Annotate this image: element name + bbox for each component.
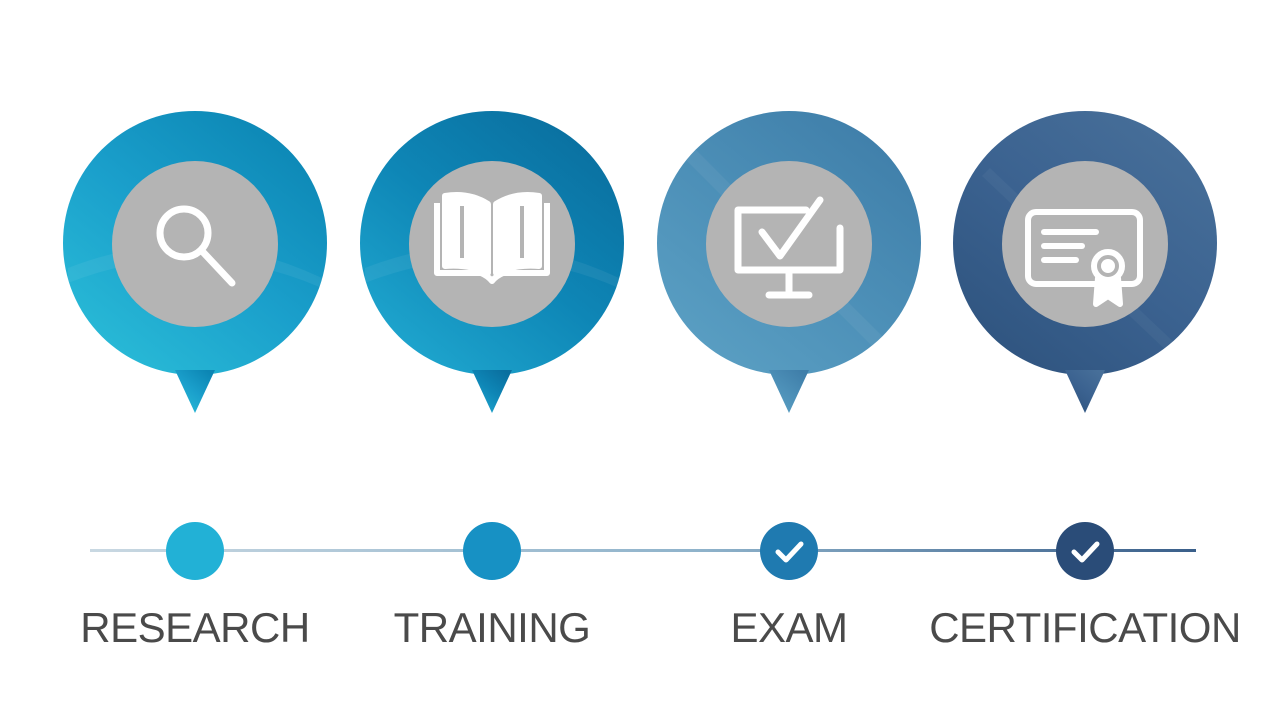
open-book-icon	[434, 192, 550, 284]
node-certification	[1056, 522, 1114, 580]
timeline-line	[90, 549, 1196, 552]
node-exam	[760, 522, 818, 580]
magnifier-icon	[156, 205, 236, 287]
checkmark-icon	[775, 541, 804, 563]
step-training: TRAINING	[357, 0, 627, 720]
step-label-training: TRAINING	[393, 604, 591, 651]
icon-background	[112, 161, 278, 327]
step-certification: CERTIFICATION	[929, 0, 1241, 720]
step-exam: EXAM	[654, 0, 924, 720]
checkmark-icon	[1071, 541, 1100, 563]
node-research	[166, 522, 224, 580]
pin-research	[63, 111, 327, 413]
step-label-research: RESEARCH	[80, 604, 310, 651]
pin-exam	[657, 111, 921, 413]
step-label-certification: CERTIFICATION	[929, 604, 1241, 651]
node-training	[463, 522, 521, 580]
monitor-checkmark-icon	[734, 196, 844, 299]
step-label-exam: EXAM	[730, 604, 848, 651]
icon-background	[409, 161, 575, 327]
pin-certification	[953, 111, 1217, 413]
certificate-icon	[1025, 209, 1143, 307]
pin-training	[360, 111, 624, 413]
step-research: RESEARCH	[60, 0, 330, 720]
